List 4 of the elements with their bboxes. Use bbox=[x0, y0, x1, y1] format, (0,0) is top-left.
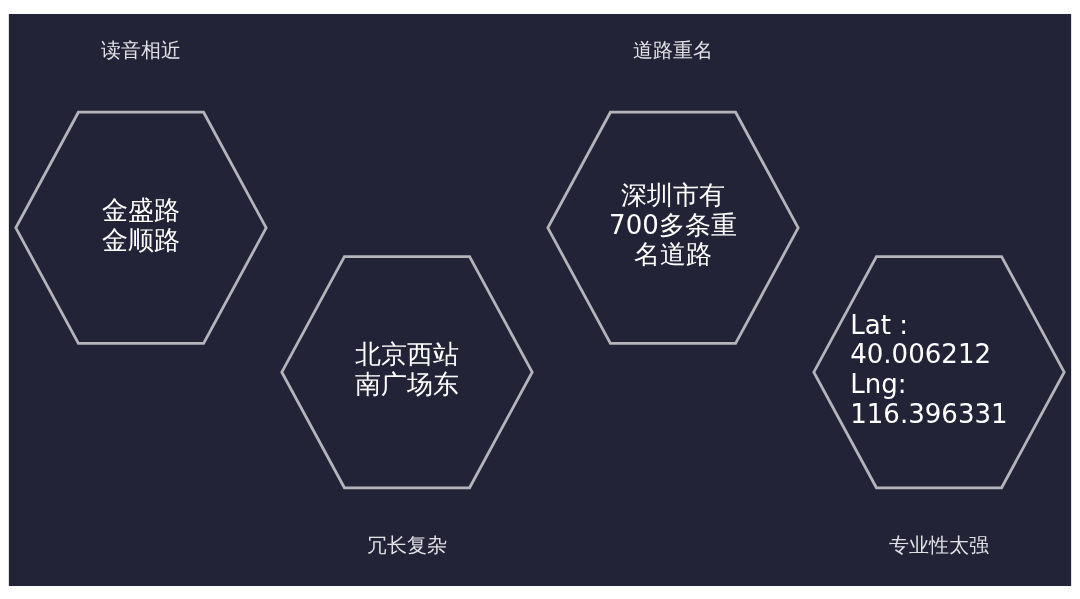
node-label: 冗长复杂 bbox=[367, 532, 447, 557]
node-label: 专业性太强 bbox=[889, 532, 990, 557]
node-label: 读音相近 bbox=[100, 37, 181, 62]
node-label: 道路重名 bbox=[633, 37, 713, 62]
